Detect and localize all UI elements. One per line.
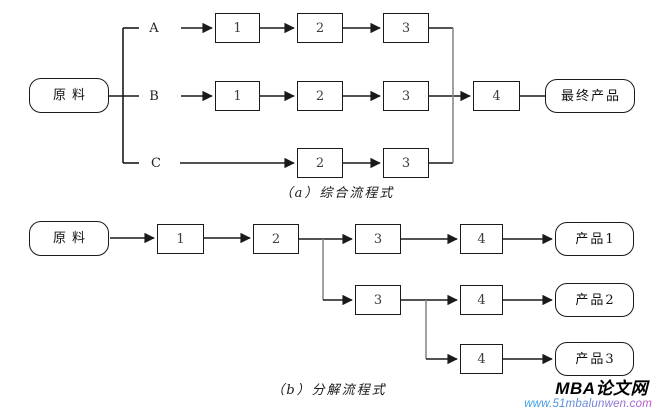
terminator-product-1: 产品1 bbox=[555, 222, 634, 256]
site-watermark: MBA论文网 www.51mbalunwen.com bbox=[524, 380, 652, 410]
process-box-s2: 2 bbox=[253, 224, 299, 254]
branch-label-a: A bbox=[149, 20, 159, 36]
process-box-row2-3: 3 bbox=[355, 285, 401, 315]
process-box-b2: 2 bbox=[297, 81, 343, 111]
process-box-row1-3: 3 bbox=[355, 224, 401, 254]
terminator-product-2: 产品2 bbox=[555, 283, 634, 317]
process-box-row2-4: 4 bbox=[460, 285, 503, 315]
caption-chart-a: （a）综合流程式 bbox=[279, 186, 395, 201]
terminator-raw-material-a: 原料 bbox=[29, 78, 109, 113]
terminator-final-product: 最终产品 bbox=[545, 79, 635, 113]
process-box-b1: 1 bbox=[215, 81, 260, 111]
site-url-text: www.51mbalunwen.com bbox=[524, 397, 652, 410]
process-box-row3-4: 4 bbox=[460, 344, 503, 374]
process-box-row1-4: 4 bbox=[460, 224, 503, 254]
process-box-a1: 1 bbox=[215, 13, 260, 43]
process-box-merge-4: 4 bbox=[473, 81, 520, 111]
branch-label-b: B bbox=[149, 88, 159, 104]
caption-chart-b: （b）分解流程式 bbox=[271, 383, 387, 398]
branch-label-c: C bbox=[151, 155, 161, 171]
terminator-product-3: 产品3 bbox=[555, 342, 634, 376]
process-box-a2: 2 bbox=[297, 13, 343, 43]
process-box-b3: 3 bbox=[383, 81, 429, 111]
process-box-s1: 1 bbox=[157, 224, 204, 254]
site-logo-text: MBA论文网 bbox=[555, 379, 648, 399]
process-box-c2: 2 bbox=[297, 148, 343, 178]
process-box-a3: 3 bbox=[383, 13, 429, 43]
process-box-c3: 3 bbox=[383, 148, 429, 178]
terminator-raw-material-b: 原料 bbox=[29, 221, 109, 256]
